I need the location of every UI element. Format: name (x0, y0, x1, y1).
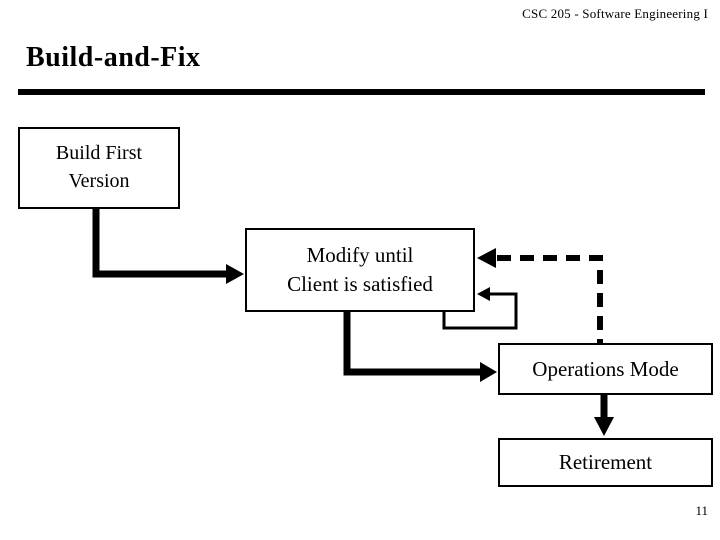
box-modify-line2: Client is satisfied (287, 272, 433, 296)
box-operations-mode: Operations Mode (498, 343, 713, 395)
box-retirement: Retirement (498, 438, 713, 487)
box-build-first-version-line1: Build First (55, 142, 143, 165)
box-retirement-label: Retirement (558, 450, 653, 475)
box-build-first-version: Build First Version (18, 127, 180, 209)
box-modify-line1: Modify until (306, 243, 414, 268)
arrowhead-operations-to-retirement (594, 417, 614, 436)
connector-build-to-modify (92, 209, 228, 278)
page-title: Build-and-Fix (26, 42, 201, 73)
slide-header-course: CSC 205 - Software Engineering I (522, 6, 708, 21)
title-underline (18, 89, 705, 95)
arrowhead-modify-to-operations (480, 362, 497, 382)
arrowhead-modify-self-loop (477, 287, 490, 301)
connector-operations-to-modify-feedback (497, 255, 603, 343)
connector-modify-to-operations (343, 311, 482, 376)
arrowhead-build-to-modify (226, 264, 244, 284)
box-modify-until-satisfied: Modify until Client is satisfied (245, 228, 475, 312)
page-number: 11 (695, 503, 708, 518)
arrowhead-operations-to-modify-feedback (477, 248, 496, 268)
connector-modify-self-loop (442, 292, 518, 330)
box-operations-label: Operations Mode (532, 356, 679, 381)
box-build-first-version-line2: Version (68, 170, 130, 192)
